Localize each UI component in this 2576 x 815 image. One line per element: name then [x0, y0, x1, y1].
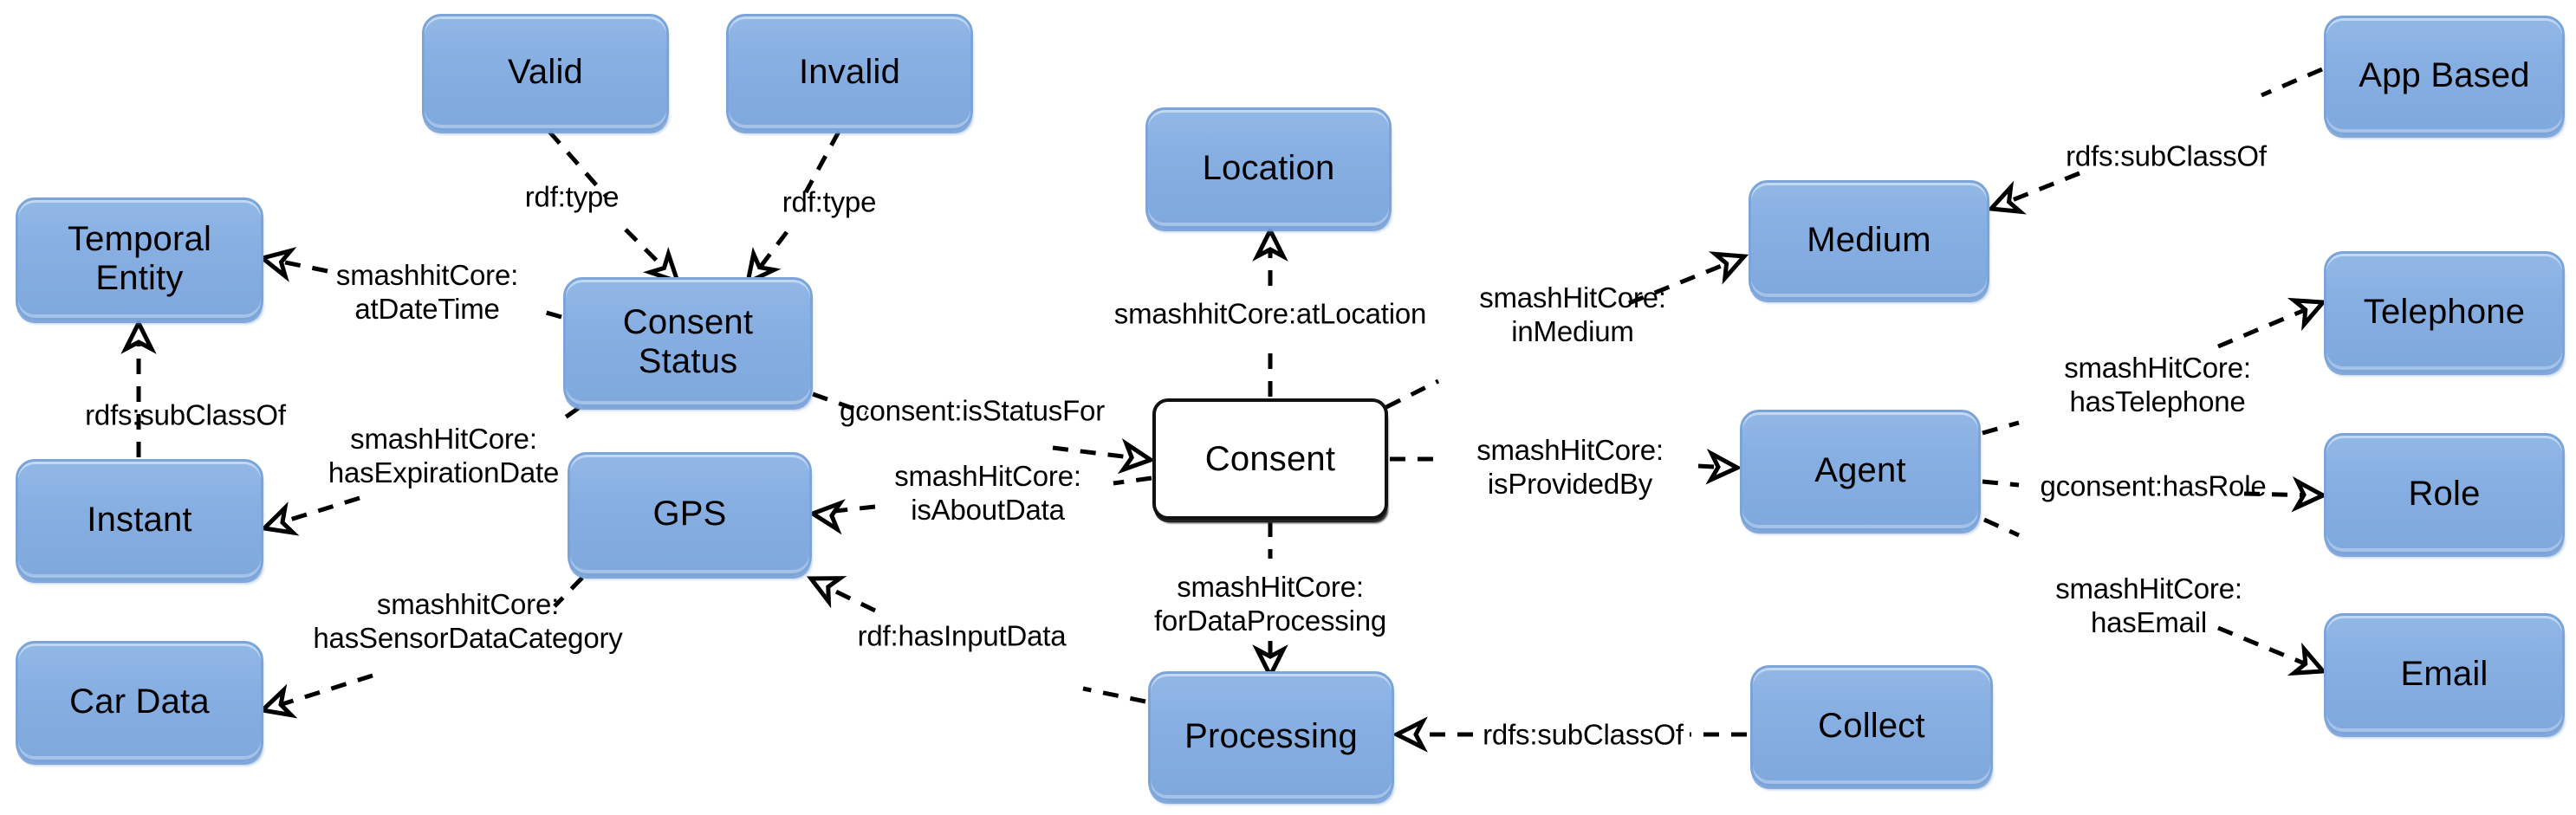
node-label-location: Location	[1202, 148, 1335, 187]
edge-label-e11: smashHitCore: forDataProcessing	[1153, 571, 1387, 637]
edge-arrowhead-e5	[259, 501, 300, 536]
edge-arrowhead-e3	[257, 247, 297, 282]
edge-arrowhead-e13	[1705, 449, 1742, 485]
node-medium[interactable]: Medium	[1749, 180, 1989, 300]
node-collect[interactable]: Collect	[1750, 665, 1993, 786]
node-label-medium: Medium	[1807, 220, 1931, 259]
node-gps[interactable]: GPS	[568, 452, 812, 576]
node-label-invalid: Invalid	[798, 53, 901, 92]
node-label-consent: Consent	[1204, 439, 1336, 478]
edge-arrowhead-e4	[120, 318, 157, 354]
node-label-valid: Valid	[508, 53, 583, 92]
edge-arrowhead-e18	[1392, 716, 1428, 753]
edge-label-e17: smashHitCore: hasEmail	[2055, 572, 2242, 638]
edge-label-e2: rdf:type	[782, 185, 877, 218]
node-location[interactable]: Location	[1145, 107, 1392, 229]
edge-label-e12: smashHitCore: inMedium	[1479, 281, 1666, 347]
edge-label-e9: rdf:hasInputData	[857, 619, 1067, 652]
node-consent[interactable]: Consent	[1152, 398, 1388, 520]
node-email[interactable]: Email	[2324, 613, 2565, 734]
node-label-gps: GPS	[652, 495, 727, 534]
edge-label-e7: smashHitCore: isAboutData	[894, 460, 1081, 526]
edge-arrowhead-e9	[806, 576, 847, 609]
edge-arrowhead-e10	[1252, 225, 1288, 262]
edge-label-e18: rdfs:subClassOf	[1483, 718, 1684, 751]
node-label-instant: Instant	[87, 500, 192, 539]
node-app_based[interactable]: App Based	[2324, 16, 2565, 135]
node-invalid[interactable]: Invalid	[726, 14, 973, 131]
node-label-email: Email	[2400, 654, 2488, 693]
node-label-telephone: Telephone	[2363, 292, 2526, 331]
edge-arrowhead-e17	[2287, 642, 2328, 676]
node-instant[interactable]: Instant	[16, 459, 263, 580]
edge-label-e15: smashHitCore: hasTelephone	[2064, 352, 2251, 417]
node-temporal_entity[interactable]: Temporal Entity	[16, 197, 263, 320]
node-processing[interactable]: Processing	[1148, 671, 1394, 801]
edge-label-e14: rdfs:subClassOf	[2066, 139, 2267, 172]
edge-arrowhead-e8	[257, 683, 298, 719]
node-label-role: Role	[2408, 474, 2481, 513]
node-label-car_data: Car Data	[69, 682, 210, 721]
node-consent_status[interactable]: Consent Status	[563, 277, 813, 407]
node-label-temporal_entity: Temporal Entity	[67, 220, 212, 297]
edge-label-e4: rdfs:subClassOf	[85, 398, 286, 431]
edge-label-e8: smashhitCore: hasSensorDataCategory	[313, 588, 623, 654]
edge-arrowhead-e15	[2287, 297, 2328, 332]
node-car_data[interactable]: Car Data	[16, 641, 263, 762]
edge-arrowhead-e12	[1708, 251, 1749, 285]
edge-label-e5: smashHitCore: hasExpirationDate	[328, 423, 560, 488]
edge-arrowhead-e6	[1117, 438, 1156, 475]
node-label-processing: Processing	[1184, 716, 1358, 755]
edge-arrowhead-e16	[2291, 476, 2328, 513]
node-agent[interactable]: Agent	[1740, 410, 1981, 531]
edge-arrowhead-e7	[808, 499, 846, 535]
node-label-consent_status: Consent Status	[622, 303, 754, 380]
node-label-app_based: App Based	[2359, 55, 2530, 94]
node-telephone[interactable]: Telephone	[2324, 251, 2565, 372]
edge-label-e3: smashhitCore: atDateTime	[335, 259, 519, 325]
edge-label-e6: gconsent:isStatusFor	[840, 394, 1105, 427]
node-role[interactable]: Role	[2324, 433, 2565, 554]
edge-label-e1: rdf:type	[524, 180, 620, 213]
edge-label-e16: gconsent:hasRole	[2040, 469, 2267, 502]
node-valid[interactable]: Valid	[422, 14, 669, 131]
edge-arrowhead-e14	[1986, 180, 2027, 215]
edge-label-e10: smashhitCore:atLocation	[1113, 297, 1427, 330]
edge-path-e14	[1996, 67, 2323, 209]
edge-label-e13: smashHitCore: isProvidedBy	[1476, 434, 1664, 500]
node-label-agent: Agent	[1814, 450, 1906, 489]
node-label-collect: Collect	[1818, 706, 1925, 745]
